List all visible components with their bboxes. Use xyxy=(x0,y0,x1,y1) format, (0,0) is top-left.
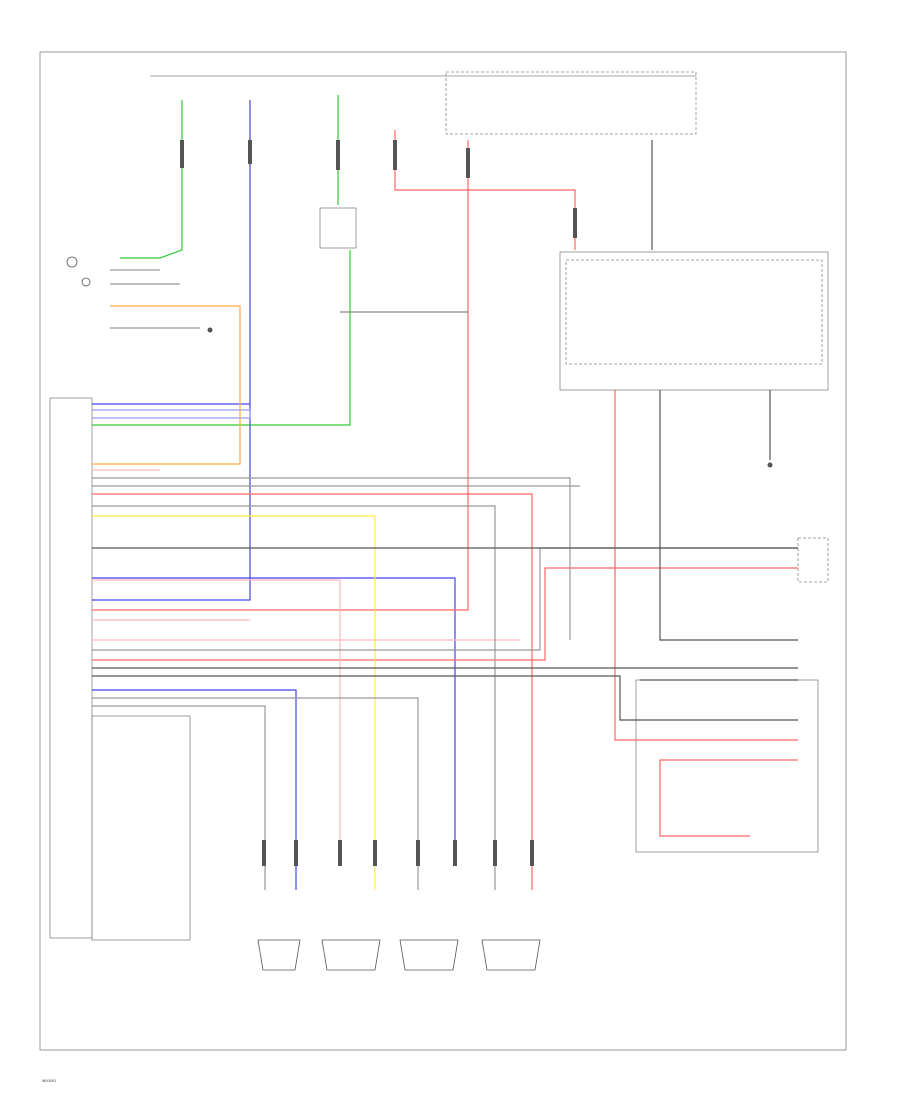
connector-12 xyxy=(453,840,457,866)
sensor-rl xyxy=(399,939,459,971)
wire-gray-3 xyxy=(92,705,266,890)
wire-red-5 xyxy=(659,759,798,837)
wire-darkgray-3 xyxy=(92,675,798,721)
connector-5 xyxy=(466,148,470,178)
right-connector-upper xyxy=(797,537,829,583)
wire-red-1 xyxy=(394,130,576,250)
diagram-frame xyxy=(39,51,847,1051)
sensor-fl xyxy=(257,939,301,971)
wire-orange-1 xyxy=(92,305,241,465)
relay-component xyxy=(319,207,357,249)
control-module-box xyxy=(49,397,93,939)
sub-switch-box xyxy=(91,715,191,941)
wire-pink-4 xyxy=(92,579,341,850)
sensor-fr xyxy=(321,939,381,971)
wire-blue-4 xyxy=(92,689,297,890)
page-label: W00001 xyxy=(42,1079,56,1083)
wire-gray-2 xyxy=(92,505,496,890)
wire-red-6 xyxy=(92,493,533,890)
wire-green-3 xyxy=(92,250,351,426)
connector-2 xyxy=(248,140,252,164)
wire-darkgray-1 xyxy=(659,390,798,641)
combination-meter-box xyxy=(559,251,829,391)
connector-11 xyxy=(416,840,420,866)
connector-10 xyxy=(373,840,377,866)
connector-13 xyxy=(493,840,497,866)
wire-blue-1 xyxy=(92,100,251,601)
connector-3 xyxy=(336,140,340,170)
ground-1 xyxy=(207,327,213,333)
wire-red-2 xyxy=(92,140,469,611)
wire-gray-5 xyxy=(92,547,798,651)
right-connector-module xyxy=(635,679,819,853)
connector-9 xyxy=(338,840,342,866)
wire-blue-3 xyxy=(92,577,456,850)
sensor-rr xyxy=(481,939,541,971)
connector-group xyxy=(180,140,577,866)
wire-red-4 xyxy=(614,390,798,741)
connector-8 xyxy=(294,840,298,866)
wire-yellow-1 xyxy=(92,515,376,890)
wire-gray-4 xyxy=(92,697,419,890)
wire-red-3 xyxy=(92,567,798,661)
connector-7 xyxy=(262,840,266,866)
sensor-group xyxy=(257,939,541,971)
ground-2 xyxy=(767,462,773,468)
wire-gray-1 xyxy=(92,477,571,640)
wire-green-1 xyxy=(120,100,183,259)
fuse-relay-box xyxy=(445,71,697,135)
ground-group xyxy=(66,256,773,468)
connector-14 xyxy=(530,840,534,866)
connector-1 xyxy=(180,140,184,168)
combination-meter-inner xyxy=(565,259,823,365)
connector-4 xyxy=(393,140,397,170)
wire-lightblue-1 xyxy=(92,409,251,419)
switch-lamp-symbol xyxy=(66,256,78,268)
connector-6 xyxy=(573,208,577,238)
switch-symbol xyxy=(81,277,91,287)
